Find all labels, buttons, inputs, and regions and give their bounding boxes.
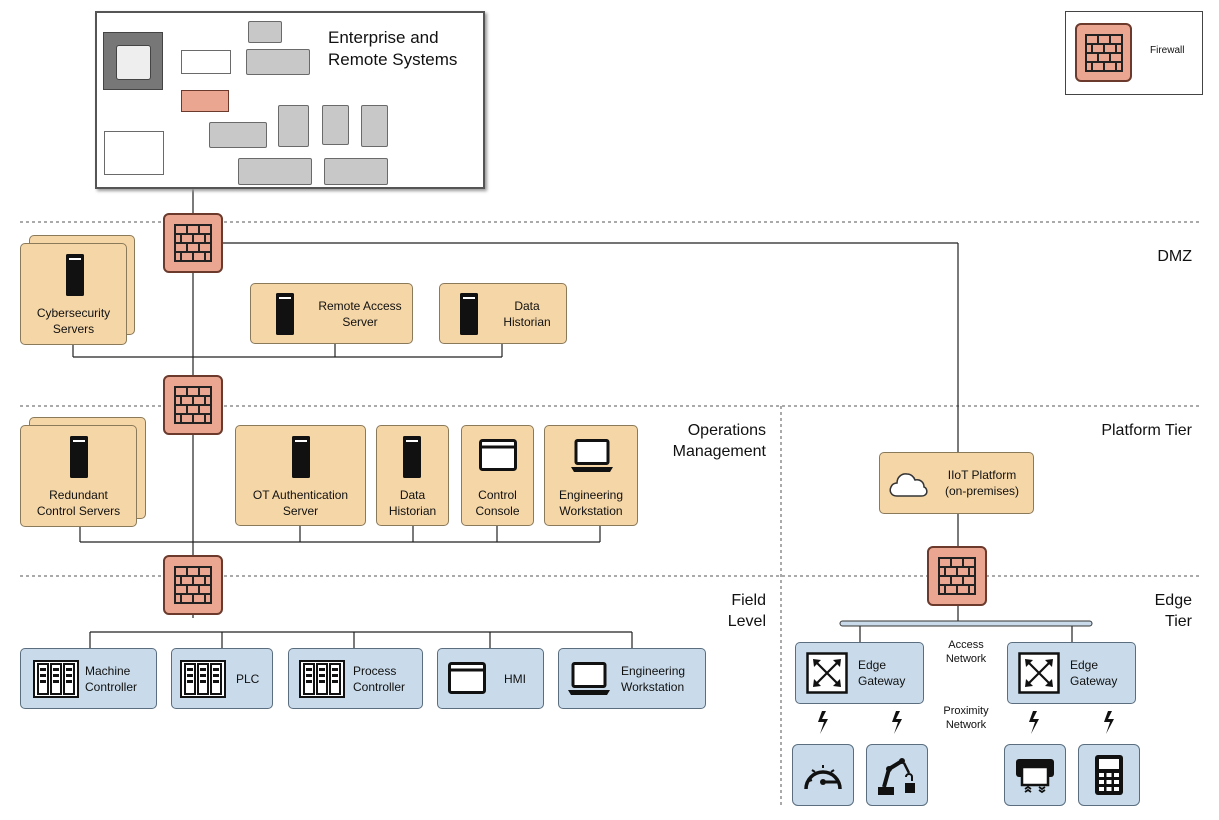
- node-label: (on-premises): [944, 484, 1019, 498]
- plc-node: PLC: [171, 648, 273, 709]
- node-label: Remote Access: [318, 299, 402, 313]
- laptop-icon: [568, 662, 610, 695]
- node-label: Control: [478, 488, 517, 502]
- node-label: Edge: [1070, 658, 1099, 672]
- node-label: Workstation: [621, 680, 685, 694]
- firewall-icon-dmz: [163, 213, 223, 273]
- enterprise-device: [246, 49, 310, 75]
- enterprise-title: Enterprise and Remote Systems: [328, 28, 458, 69]
- edge-gateway-2: Edge Gateway: [1007, 642, 1136, 704]
- enterprise-server-dark: [103, 32, 163, 90]
- network-switch-icon: [1018, 652, 1060, 694]
- node-label: Cybersecurity: [36, 306, 111, 320]
- network-switch-icon: [806, 652, 848, 694]
- server-icon: [66, 254, 84, 296]
- handheld-device: [1078, 744, 1140, 806]
- firewall-icon-field: [163, 555, 223, 615]
- node-label: PLC: [236, 672, 260, 686]
- robot-arm-device: [866, 744, 928, 806]
- ops-engineering-workstation-node: Engineering Workstation: [544, 425, 638, 526]
- window-icon: [479, 439, 517, 471]
- rack-controller-icon: [33, 660, 79, 698]
- rack-controller-icon: [180, 660, 226, 698]
- zone-label-edge: Edge Tier: [1154, 592, 1192, 630]
- server-icon: [403, 436, 421, 478]
- node-label: Engineering: [558, 488, 624, 502]
- firewall-icon-edge: [927, 546, 987, 606]
- field-engineering-workstation-node: Engineering Workstation: [558, 648, 706, 709]
- node-label: Redundant: [49, 488, 108, 502]
- enterprise-systems-box: [95, 11, 485, 189]
- access-network-label: Access Network: [945, 639, 987, 665]
- enterprise-device: [238, 158, 312, 185]
- node-label: Historian: [503, 315, 551, 329]
- node-label: Control Servers: [36, 504, 121, 518]
- printer-device: [1004, 744, 1066, 806]
- enterprise-device: [104, 131, 164, 175]
- window-icon: [448, 662, 486, 694]
- robot-arm-icon: [878, 758, 915, 795]
- legend-label: Firewall: [1150, 45, 1185, 56]
- enterprise-device: [322, 105, 349, 145]
- hmi-node: HMI: [437, 648, 544, 709]
- node-label: Edge: [858, 658, 887, 672]
- gauge-icon: [804, 765, 842, 790]
- gauge-sensor-device: [792, 744, 854, 806]
- cybersecurity-servers-node: Cybersecurity Servers: [20, 243, 127, 345]
- laptop-icon: [571, 439, 613, 472]
- zone-label-operations: Operations Management: [672, 422, 766, 460]
- rack-controller-icon: [299, 660, 345, 698]
- zone-label-dmz: DMZ: [1157, 248, 1192, 265]
- node-label: IIoT Platform: [947, 468, 1017, 482]
- zone-label-field: Field Level: [727, 592, 766, 630]
- server-icon: [460, 293, 478, 335]
- node-label: Process: [353, 664, 397, 678]
- cloud-icon: [889, 473, 928, 497]
- redundant-control-servers-node: Redundant Control Servers: [20, 425, 137, 527]
- node-label: Controller: [353, 680, 406, 694]
- node-label: Gateway: [1070, 674, 1118, 688]
- server-icon: [70, 436, 88, 478]
- dmz-data-historian-node: Data Historian: [439, 283, 567, 344]
- zone-label-platform: Platform Tier: [1101, 422, 1192, 439]
- node-label: Engineering: [621, 664, 686, 678]
- node-label: HMI: [504, 672, 526, 686]
- process-controller-node: Process Controller: [288, 648, 423, 709]
- node-label: Server: [342, 315, 378, 329]
- enterprise-device: [181, 50, 231, 74]
- ops-data-historian-node: Data Historian: [376, 425, 449, 526]
- node-label: Controller: [85, 680, 138, 694]
- machine-controller-node: Machine Controller: [20, 648, 157, 709]
- edge-gateway-1: Edge Gateway: [795, 642, 924, 704]
- firewall-icon-operations: [163, 375, 223, 435]
- control-console-node: Control Console: [461, 425, 534, 526]
- node-label: Data: [514, 299, 540, 313]
- node-label: Machine: [85, 664, 131, 678]
- printer-icon: [1016, 759, 1054, 794]
- server-icon: [292, 436, 310, 478]
- node-label: Servers: [52, 322, 95, 336]
- server-icon: [276, 293, 294, 335]
- node-label: OT Authentication: [252, 488, 349, 502]
- proximity-network-label: Proximity Network: [943, 705, 989, 731]
- enterprise-device: [248, 21, 282, 43]
- iiot-platform-node: IIoT Platform (on-premises): [879, 452, 1034, 514]
- legend-firewall-icon: [1075, 23, 1132, 82]
- node-label: Gateway: [858, 674, 906, 688]
- node-label: Server: [282, 504, 319, 518]
- ot-authentication-server-node: OT Authentication Server: [235, 425, 366, 526]
- legend: Firewall: [1065, 11, 1203, 95]
- enterprise-device: [361, 105, 388, 147]
- node-label: Historian: [388, 504, 437, 518]
- enterprise-device: [209, 122, 267, 148]
- enterprise-firewall: [181, 90, 229, 112]
- calculator-icon: [1095, 755, 1123, 795]
- node-label: Workstation: [559, 504, 623, 518]
- node-label: Console: [475, 504, 520, 518]
- enterprise-device: [324, 158, 388, 185]
- node-label: Data: [399, 488, 426, 502]
- enterprise-device: [278, 105, 309, 147]
- remote-access-server-node: Remote Access Server: [250, 283, 413, 344]
